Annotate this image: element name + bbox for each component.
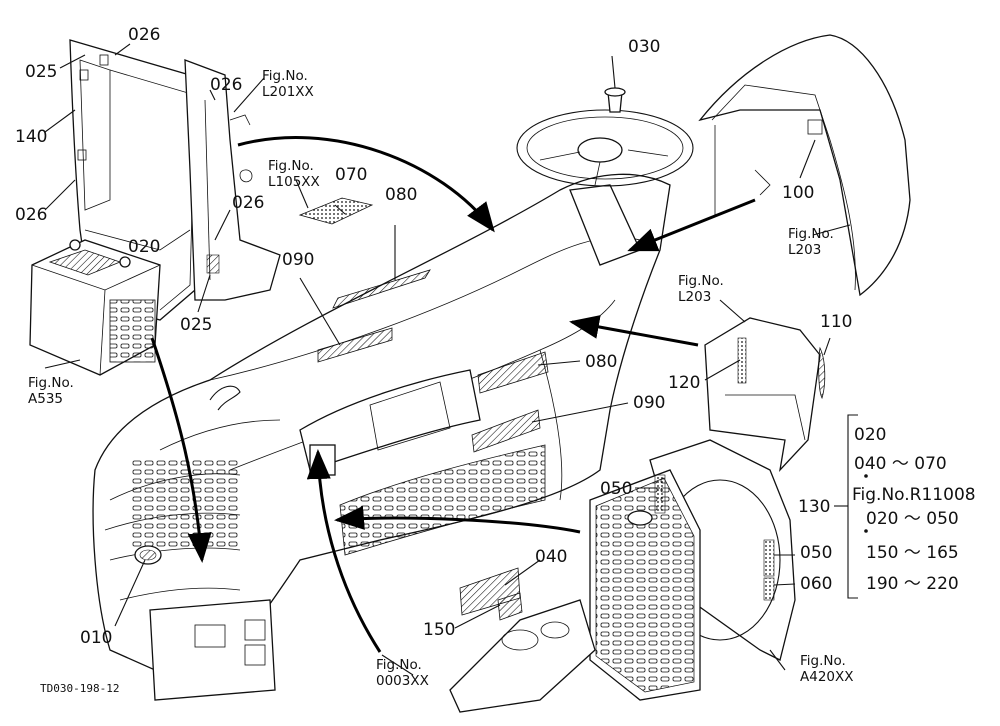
callout: 120 [668,373,700,393]
callout: 090 [282,250,314,270]
fig-ref-line2: L203 [788,242,821,258]
fig-ref-line1: Fig.No. [376,657,422,673]
kit-line: 020 ～ 050 [866,509,959,529]
callout: 026 [15,205,47,225]
fig-ref-line1: Fig.No. [28,375,74,391]
fig-ref-line2: L105XX [268,174,320,190]
kit-line: 190 ～ 220 [866,574,959,594]
figure-references: Fig.No. L201XX Fig.No. L105XX Fig.No. A5… [28,68,854,689]
callout: 140 [15,127,47,147]
radiator-assembly [589,439,796,701]
callout: 110 [820,312,852,332]
callout-labels: 026 025 026 140 026 026 025 020 070 080 … [15,25,852,648]
fig-ref-line2: A535 [28,391,63,407]
fig-ref-line1: Fig.No. [268,158,314,174]
kit-line: 040 ～ 070 [854,454,947,474]
callout: 090 [633,393,665,413]
side-plate [704,317,826,473]
seat-bracket [184,59,281,301]
callout: 080 [385,185,417,205]
callout: 070 [335,165,367,185]
fig-ref-line2: L201XX [262,84,314,100]
callout: 050 [800,543,832,563]
callout: 150 [423,620,455,640]
callout: 010 [80,628,112,648]
kit-bracket [834,414,868,599]
callout: 100 [782,183,814,203]
callout: 040 [535,547,567,567]
kit-line: 150 ～ 165 [866,543,959,563]
callout: 025 [180,315,212,335]
callout: 025 [25,62,57,82]
kit-list: 130 020 040 ～ 070 Fig.No.R11008 020 ～ 05… [798,425,976,594]
callout: 020 [128,237,160,257]
fig-ref-line1: Fig.No. [262,68,308,84]
kit-line: Fig.No.R11008 [852,485,976,505]
callout: 026 [210,75,242,95]
fig-ref-line1: Fig.No. [788,226,834,242]
hood-body [92,173,671,701]
callout: 050 [600,479,632,499]
callout: 030 [628,37,660,57]
kit-line: 020 [854,425,886,445]
decals [298,197,549,621]
rear-fender [698,34,911,297]
steering-wheel [516,87,694,187]
fig-ref-line2: 0003XX [376,673,429,689]
fig-ref-line2: A420XX [800,669,854,685]
callout: 060 [800,574,832,594]
frame-rail [449,599,596,713]
callout: 080 [585,352,617,372]
callout: 026 [232,193,264,213]
fig-ref-line1: Fig.No. [678,273,724,289]
fig-ref-line1: Fig.No. [800,653,846,669]
assembly-arrows [150,136,756,653]
drawing-code: TD030-198-12 [40,682,119,695]
callout: 026 [128,25,160,45]
fig-ref-line2: L203 [678,289,711,305]
battery [29,239,161,376]
leader-lines [44,43,851,676]
kit-label: 130 [798,497,830,517]
